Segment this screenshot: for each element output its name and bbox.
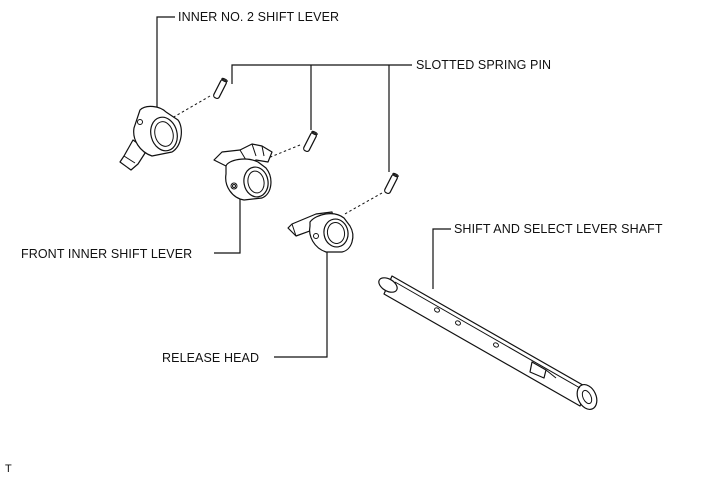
assembly-lines	[171, 95, 383, 216]
label-inner-no2-shift-lever: INNER NO. 2 SHIFT LEVER	[178, 10, 339, 24]
leader-release-head	[274, 246, 328, 358]
leader-lines	[156, 16, 451, 358]
front-inner-shift-lever	[213, 143, 273, 201]
slotted-spring-pin-3	[384, 172, 399, 195]
assembly-line-pin-3	[342, 192, 383, 216]
assembly-line-pin-1	[171, 95, 211, 119]
shift-select-lever-shaft	[378, 275, 598, 410]
label-slotted-spring-pin: SLOTTED SPRING PIN	[416, 58, 551, 72]
label-front-inner-shift-lever: FRONT INNER SHIFT LEVER	[21, 247, 192, 261]
corner-mark: T	[5, 463, 12, 475]
slotted-spring-pin-1	[213, 77, 228, 100]
label-shift-and-select-lever-shaft: SHIFT AND SELECT LEVER SHAFT	[454, 222, 663, 236]
inner-no2-shift-lever	[119, 105, 182, 171]
leader-front-inner-shift-lever	[214, 197, 241, 254]
slotted-spring-pin-2	[303, 130, 318, 153]
leader-inner-no2-shift-lever	[156, 16, 175, 108]
assembly-line-pin-2	[267, 144, 301, 159]
label-release-head: RELEASE HEAD	[162, 351, 259, 365]
release-head	[287, 211, 354, 253]
leader-slotted-spring-pin-bar	[231, 64, 412, 84]
leader-shift-select-lever-shaft	[432, 228, 451, 289]
